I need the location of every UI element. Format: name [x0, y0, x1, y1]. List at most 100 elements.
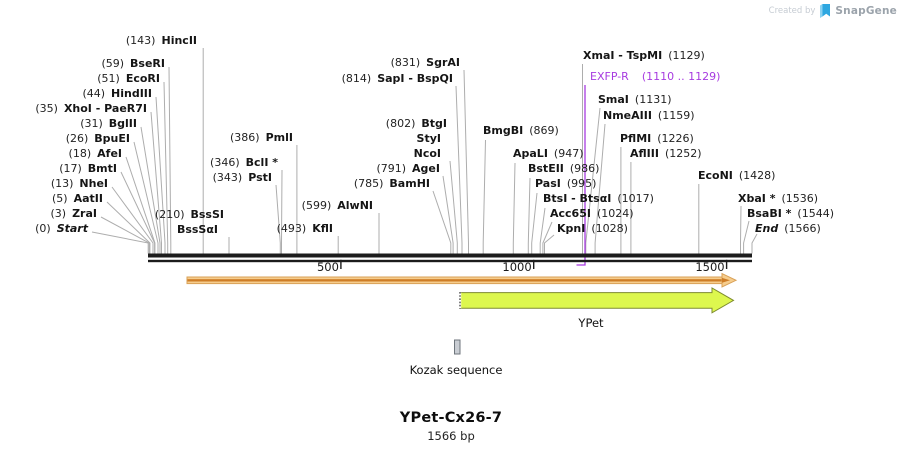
enzyme-site-label-StyI: StyI [417, 133, 447, 145]
enzyme-position: (1131) [634, 93, 672, 106]
enzyme-position: (1536) [781, 192, 819, 205]
enzyme-site-label-SapIBspQI: (814) SapI - BspQI [342, 73, 453, 85]
enzyme-site-label-End: End (1566) [755, 223, 821, 235]
enzyme-position: (1024) [596, 207, 634, 220]
enzyme-position: (947) [553, 147, 584, 160]
enzyme-name: StyI [416, 132, 441, 145]
enzyme-position: (986) [569, 162, 600, 175]
enzyme-position: (802) [385, 117, 416, 130]
enzyme-name: PasI [535, 177, 561, 190]
enzyme-name: NmeAIII [603, 109, 652, 122]
enzyme-site-label-SgrAI: (831) SgrAI [391, 57, 460, 69]
enzyme-position: (995) [566, 177, 597, 190]
enzyme-name: SgrAI [426, 56, 460, 69]
enzyme-name: BssSαI [176, 223, 218, 236]
enzyme-name: BglII [108, 117, 137, 130]
enzyme-position: (17) [59, 162, 82, 175]
enzyme-position: (18) [68, 147, 92, 160]
enzyme-name: ApaLI [513, 147, 548, 160]
enzyme-position: (343) [212, 171, 243, 184]
sequence-bar [148, 253, 752, 263]
enzyme-name: NcoI [413, 147, 441, 160]
enzyme-name: NheI [79, 177, 108, 190]
enzyme-site-label-AatII: (5) AatII [52, 193, 103, 205]
enzyme-name: PstI [248, 171, 272, 184]
leader-lines [91, 48, 758, 254]
enzyme-site-label-EcoRI: (51) EcoRI [97, 73, 160, 85]
enzyme-name: AfeI [97, 147, 122, 160]
enzyme-position: (1544) [797, 207, 834, 220]
enzyme-site-label-NcoI: NcoI [414, 148, 447, 160]
enzyme-position: (1129) [668, 49, 705, 62]
enzyme-site-label-BclI: (346) BclI * [210, 157, 278, 169]
enzyme-position: (869) [529, 124, 559, 137]
enzyme-position: (51) [97, 72, 120, 85]
enzyme-site-label-ZraI: (3)ZraI [50, 208, 97, 220]
enzyme-name: EcoNI [698, 169, 733, 182]
enzyme-position: (1252) [664, 147, 702, 160]
enzyme-position: (44) [82, 87, 106, 100]
enzyme-position: (493) [276, 222, 307, 235]
enzyme-site-label-AfeI: (18) AfeI [69, 148, 122, 160]
enzyme-name: KpnI [557, 222, 586, 235]
enzyme-name: BseRI [130, 57, 165, 70]
enzyme-position: (1428) [738, 169, 776, 182]
enzyme-site-label-KflI: (493) KflI [277, 223, 333, 235]
construct-arrow [186, 272, 738, 288]
enzyme-position: (26) [65, 132, 89, 145]
enzyme-site-label-KpnI: KpnI (1028) [557, 223, 628, 235]
enzyme-position: (143) [125, 34, 156, 47]
ruler-label-1500: 1500 [695, 260, 725, 274]
enzyme-name: SapI - BspQI [377, 72, 453, 85]
enzyme-position: (831) [390, 56, 421, 69]
ruler-label-1000: 1000 [502, 260, 532, 274]
enzyme-site-label-BtgI: (802) BtgI [386, 118, 447, 130]
enzyme-name: BamHI [389, 177, 430, 190]
enzyme-position: (1159) [657, 109, 695, 122]
enzyme-site-label-ApaLI: ApaLI (947) [513, 148, 584, 160]
snapgene-pennant-icon [820, 4, 831, 18]
enzyme-name: HindIII [111, 87, 152, 100]
enzyme-site-label-BseRI: (59) BseRI [101, 58, 165, 70]
primer-label-EXFP-R: EXFP-R(1110 .. 1129) [590, 71, 720, 83]
enzyme-site-label-BssSI: BssSαI [177, 224, 224, 236]
enzyme-position: (1028) [591, 222, 628, 235]
enzyme-name: BtgI [421, 117, 447, 130]
enzyme-position: (346) [210, 156, 240, 169]
enzyme-position: (791) [376, 162, 407, 175]
enzyme-position: (386) [230, 131, 260, 144]
enzyme-site-label-AlwNI: (599)AlwNI [302, 200, 373, 212]
enzyme-name: BmtI [87, 162, 117, 175]
enzyme-name: HincII [161, 34, 197, 47]
enzyme-site-label-HincII: (143) HincII [126, 35, 197, 47]
enzyme-site-label-BglII: (31) BglII [80, 118, 137, 130]
enzyme-name: End [755, 222, 779, 235]
enzyme-site-label-BtsIBtsI: BtsI - BtsαI(1017) [543, 193, 654, 205]
enzyme-name: AflIII [630, 147, 659, 160]
enzyme-position: (31) [80, 117, 103, 130]
enzyme-position: (13) [50, 177, 74, 190]
enzyme-position: (59) [101, 57, 125, 70]
enzyme-site-label-BamHI: (785) BamHI [354, 178, 430, 190]
enzyme-position: (785) [353, 177, 384, 190]
enzyme-name: KflI [312, 222, 333, 235]
kozak-marker [454, 339, 461, 355]
enzyme-position: (3) [50, 207, 67, 220]
enzyme-position: (35) [35, 102, 58, 115]
enzyme-name: BclI * [245, 156, 278, 169]
enzyme-site-label-PflMI: PflMI(1226) [620, 133, 694, 145]
map-title: YPet-Cx26-7 [399, 410, 503, 426]
enzyme-site-label-BssSI: (210)BssSI [155, 209, 224, 221]
ypet-feature-label: YPet [578, 316, 604, 330]
kozak-feature-label: Kozak sequence [409, 363, 503, 377]
enzyme-name: AatII [73, 192, 103, 205]
enzyme-name: PmlI [265, 131, 293, 144]
primer-line [576, 85, 586, 266]
enzyme-position: (1566) [784, 222, 821, 235]
enzyme-name: EcoRI [125, 72, 160, 85]
enzyme-site-label-NmeAIII: NmeAIII (1159) [603, 110, 695, 122]
enzyme-position: (814) [341, 72, 372, 85]
enzyme-name: Acc65I [550, 207, 591, 220]
enzyme-position: (5) [52, 192, 68, 205]
